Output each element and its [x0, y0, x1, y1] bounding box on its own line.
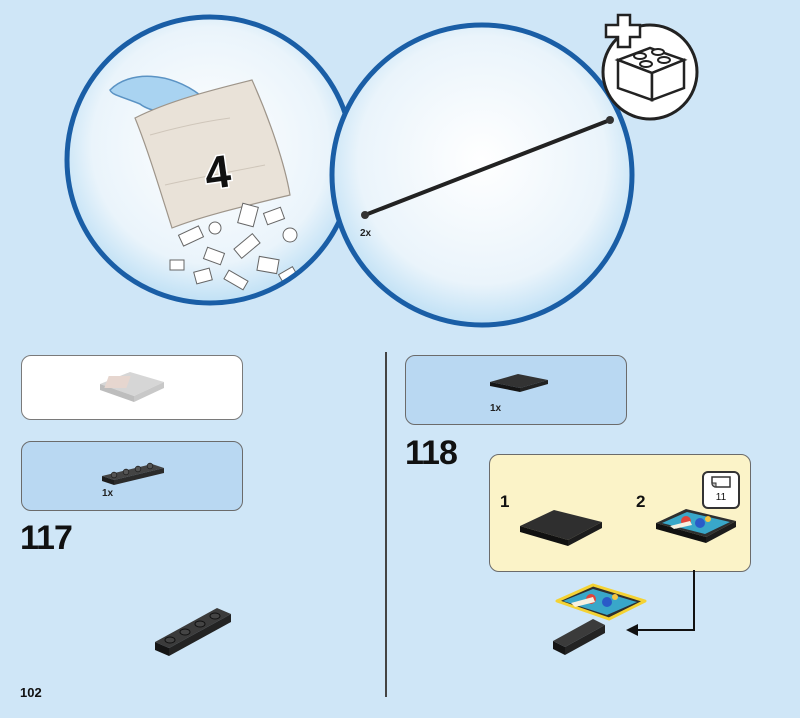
bag-circle: 4 — [64, 14, 356, 306]
step-118-part-quantity: 1x — [490, 403, 502, 414]
sticker-badge: 11 — [702, 471, 740, 509]
spilled-bricks-icon — [169, 202, 299, 291]
sticker-number: 11 — [715, 492, 727, 503]
step-117-number: 117 — [20, 519, 73, 557]
new-bricks-badge-icon — [601, 13, 699, 121]
faded-tile-icon — [100, 372, 164, 402]
step-117-assembly — [155, 608, 231, 656]
previous-assembly-callout — [21, 355, 243, 420]
substep-2-number: 2 — [636, 492, 646, 511]
substep-box: 1 2 11 — [489, 454, 751, 572]
step-117-parts-list: 1x — [21, 441, 243, 511]
step-117-part-quantity: 1x — [102, 488, 114, 499]
intro-circles: 4 2x — [64, 13, 699, 328]
plate-1x4-icon — [102, 462, 164, 485]
step-118-number: 118 — [405, 434, 458, 472]
sticker-peel-icon — [711, 476, 731, 488]
placement-arrow — [626, 570, 695, 636]
substep-2-stickered-tile-icon — [656, 509, 736, 543]
column-divider — [385, 352, 387, 697]
part-circle-quantity: 2x — [360, 228, 372, 239]
page-number: 102 — [20, 685, 42, 700]
substep-1-number: 1 — [500, 492, 510, 511]
tile-2x4-icon — [490, 374, 548, 392]
part-circle: 2x — [329, 22, 635, 328]
bar-part-icon — [363, 118, 612, 217]
step-118-assembly — [553, 583, 647, 655]
bag-icon — [134, 79, 291, 229]
substep-1-tile-icon — [520, 510, 602, 546]
step-118-parts-list: 1x — [405, 355, 627, 425]
